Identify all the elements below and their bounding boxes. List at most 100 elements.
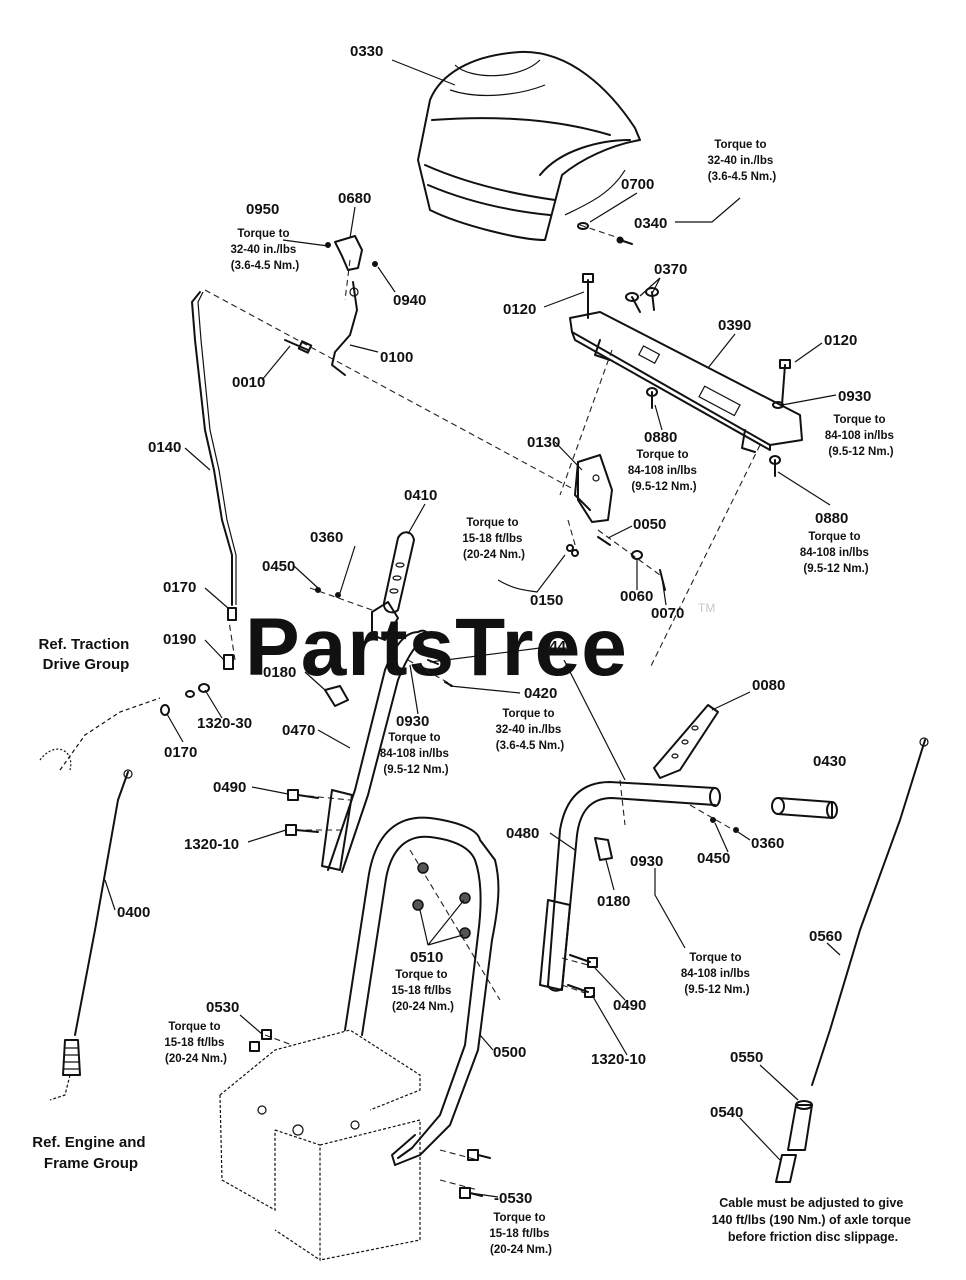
label-0080: 0080: [752, 677, 785, 694]
torque-0150: Torque to 15-18 ft/lbs (20-24 Nm.): [462, 517, 525, 561]
label-0050: 0050: [633, 516, 666, 533]
label-0950: 0950: [246, 201, 279, 218]
watermark-tm: TM: [698, 601, 715, 615]
label-0490-a: 0490: [213, 779, 246, 796]
label-0330: 0330: [350, 43, 383, 60]
label-0880-a: 0880: [644, 429, 677, 446]
label-0540: 0540: [710, 1104, 743, 1121]
label-0400: 0400: [117, 904, 150, 921]
label-0450-a: 0450: [262, 558, 295, 575]
part-0100-lever: [331, 281, 359, 376]
label-0430: 0430: [813, 753, 846, 770]
label-0410: 0410: [404, 487, 437, 504]
cable-adjustment-note: Cable must be adjusted to give 140 ft/lb…: [712, 1196, 915, 1244]
label-0010: 0010: [232, 374, 265, 391]
part-0360-lever: [315, 587, 399, 641]
part-0410-grip: [382, 531, 415, 614]
label-0180-a: 0180: [263, 664, 296, 681]
part-0360-right: [710, 817, 739, 833]
label-0060: 0060: [620, 588, 653, 605]
label-0530-a: 0530: [206, 999, 239, 1016]
part-0700-0340: [577, 222, 633, 245]
part-0120-bolts: [582, 273, 791, 406]
part-0550-0540: [775, 1100, 813, 1183]
label-0120-left: 0120: [503, 301, 536, 318]
torque-0880-b: Torque to 84-108 in/lbs (9.5-12 Nm.): [800, 531, 872, 575]
label-0340: 0340: [634, 215, 667, 232]
leader-lines: [104, 59, 841, 1198]
torque-0530-b: Torque to 15-18 ft/lbs (20-24 Nm.): [489, 1212, 552, 1256]
watermark-text: PartsTree: [245, 602, 628, 693]
torque-notes: Torque to 32-40 in./lbs (3.6-4.5 Nm.) To…: [164, 139, 897, 1256]
torque-0340: Torque to 32-40 in./lbs (3.6-4.5 Nm.): [707, 139, 776, 183]
label-0930-mid: 0930: [396, 713, 429, 730]
part-0480-handle-right: [539, 781, 721, 992]
assembly-lines: [204, 224, 761, 1191]
label-0100: 0100: [380, 349, 413, 366]
label-0560: 0560: [809, 928, 842, 945]
part-0400-cable: [49, 769, 133, 1101]
label-0170-b: 0170: [164, 744, 197, 761]
label-0530-b: -0530: [494, 1190, 532, 1207]
part-0530-bolts: [249, 1029, 491, 1199]
torque-0510: Torque to 15-18 ft/lbs (20-24 Nm.): [391, 969, 454, 1013]
label-0680: 0680: [338, 190, 371, 207]
part-0010-pin: [284, 339, 313, 354]
part-0330-cover: [417, 50, 641, 241]
torque-0930-top: Torque to 84-108 in/lbs (9.5-12 Nm.): [825, 414, 897, 458]
torque-0950: Torque to 32-40 in./lbs (3.6-4.5 Nm.): [230, 228, 299, 272]
label-0370: 0370: [654, 261, 687, 278]
part-labels: 0330 0700 0340 0950 0680 0940 0120 0370 …: [117, 43, 871, 1207]
part-0430-grip: [771, 797, 838, 819]
label-0500: 0500: [493, 1044, 526, 1061]
label-0190: 0190: [163, 631, 196, 648]
part-0150-group: [566, 536, 666, 591]
label-0140: 0140: [148, 439, 181, 456]
label-0550: 0550: [730, 1049, 763, 1066]
part-bolts-left: [285, 789, 319, 836]
label-0420: 0420: [524, 685, 557, 702]
ref-traction-drive-group: Ref. Traction Drive Group: [38, 636, 133, 673]
part-0370-fasteners: [625, 287, 659, 313]
label-1320-10-b: 1320-10: [591, 1051, 646, 1068]
label-0170-a: 0170: [163, 579, 196, 596]
label-0940: 0940: [393, 292, 426, 309]
part-0130-bracket: [574, 454, 613, 523]
part-0560-cable: [811, 737, 929, 1086]
label-0480: 0480: [506, 825, 539, 842]
ref-engine-frame-group: Ref. Engine and Frame Group: [32, 1134, 150, 1172]
label-0120-right: 0120: [824, 332, 857, 349]
label-0490-b: 0490: [613, 997, 646, 1014]
label-0440: 0440: [541, 638, 574, 655]
torque-0530-a: Torque to 15-18 ft/lbs (20-24 Nm.): [164, 1021, 227, 1065]
label-1320-10-a: 1320-10: [184, 836, 239, 853]
label-0390: 0390: [718, 317, 751, 334]
part-0500-frame: [344, 816, 500, 1166]
label-0930-low: 0930: [630, 853, 663, 870]
torque-0420: Torque to 32-40 in./lbs (3.6-4.5 Nm.): [495, 708, 564, 752]
label-0470: 0470: [282, 722, 315, 739]
label-0510: 0510: [410, 949, 443, 966]
reference-labels: Ref. Traction Drive Group Ref. Engine an…: [32, 636, 150, 1172]
watermark: PartsTree TM: [245, 601, 715, 693]
label-1320-30: 1320-30: [197, 715, 252, 732]
part-bolts-right: [567, 954, 598, 998]
part-0180-clip: [324, 685, 613, 861]
label-0360-a: 0360: [310, 529, 343, 546]
label-0360-b: 0360: [751, 835, 784, 852]
part-0390-plate: [569, 311, 803, 453]
label-0130: 0130: [527, 434, 560, 451]
label-0450-b: 0450: [697, 850, 730, 867]
label-0700: 0700: [621, 176, 654, 193]
label-0930-top: 0930: [838, 388, 871, 405]
label-0880-b: 0880: [815, 510, 848, 527]
label-0070: 0070: [651, 605, 684, 622]
part-0170-0190: [160, 607, 237, 716]
traction-drive-sketch: [39, 697, 161, 771]
part-0680-bracket: [325, 235, 378, 271]
part-0470-handle-left: [321, 629, 430, 873]
torque-0930-low: Torque to 84-108 in/lbs (9.5-12 Nm.): [681, 952, 753, 996]
frame-base: [219, 1029, 421, 1262]
label-0180-b: 0180: [597, 893, 630, 910]
